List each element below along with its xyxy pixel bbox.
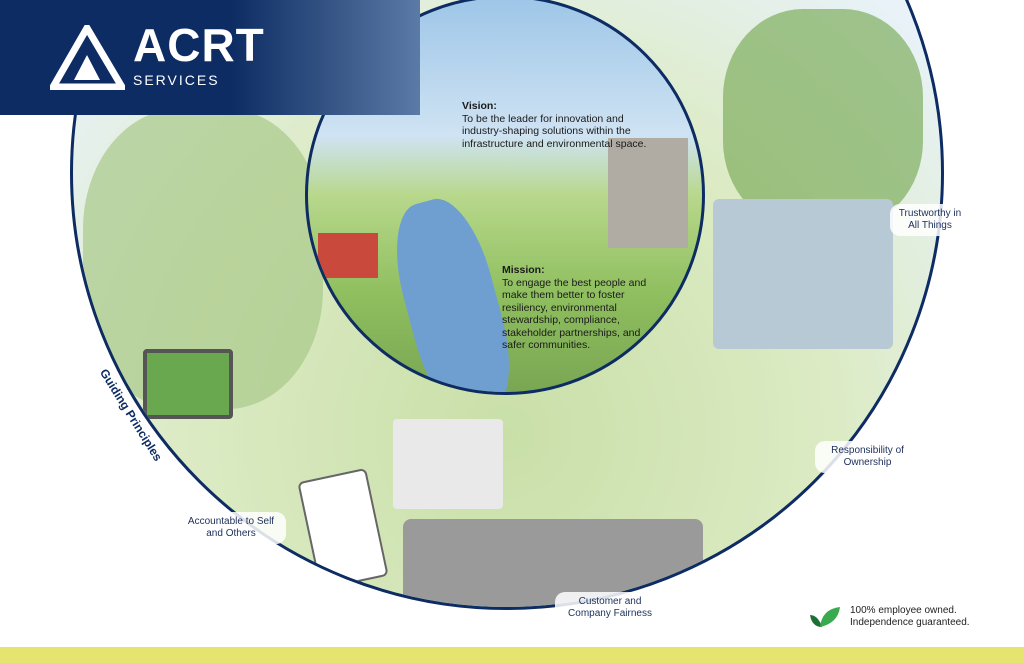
mission-block: Mission: To engage the best people and m… — [502, 264, 662, 352]
mission-title: Mission: — [502, 264, 545, 276]
house-siding — [713, 199, 893, 349]
principle-fairness: Customer and Company Fairness — [555, 592, 665, 624]
acrt-logo-icon — [50, 25, 125, 90]
vision-block: Vision: To be the leader for innovation … — [462, 100, 662, 150]
ownership-line-1: 100% employee owned. — [850, 605, 957, 616]
brand-name: ACRT — [133, 19, 265, 71]
principle-trustworthy: Trustworthy in All Things — [890, 204, 970, 236]
monitor-map — [143, 349, 233, 419]
ownership-note: 100% employee owned. Independence guaran… — [850, 605, 970, 629]
city-buildings — [608, 138, 688, 248]
footer-accent-bar — [0, 647, 1024, 663]
leaf-check-icon — [810, 607, 840, 627]
header-banner: ACRT SERVICES — [0, 0, 420, 115]
house — [393, 419, 503, 509]
ownership-line-2: Independence guaranteed. — [850, 617, 970, 628]
tablet-chart — [297, 467, 389, 591]
brand-subtitle: SERVICES — [133, 72, 220, 88]
trees-scene — [723, 9, 923, 229]
barn — [318, 233, 378, 278]
vision-text: To be the leader for innovation and indu… — [462, 112, 647, 150]
vision-title: Vision: — [462, 100, 497, 112]
mission-text: To engage the best people and make them … — [502, 276, 647, 352]
principle-responsibility: Responsibility of Ownership — [815, 441, 920, 473]
principle-accountable: Accountable to Self and Others — [176, 512, 286, 544]
